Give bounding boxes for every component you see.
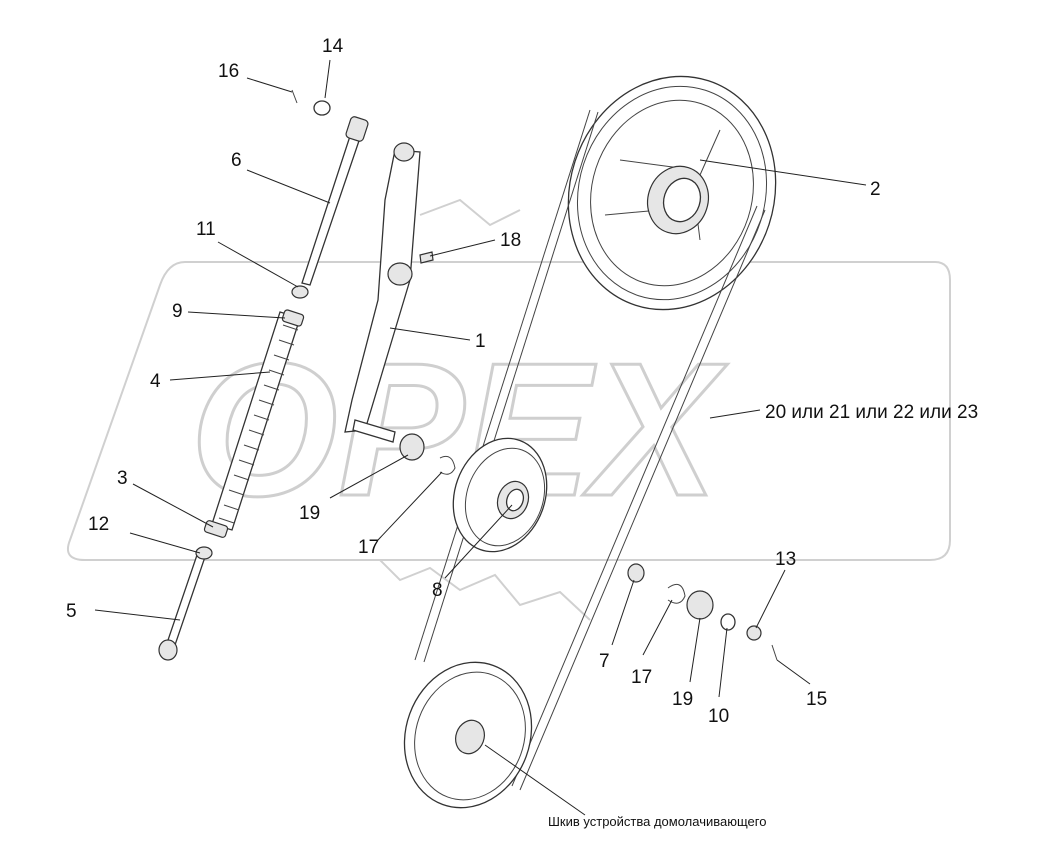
drive-belt <box>414 109 766 791</box>
callout-5: 5 <box>66 601 77 622</box>
callout-17a: 17 <box>358 537 379 558</box>
callout-7: 7 <box>599 651 610 672</box>
callout-20-23: 20 или 21 или 22 или 23 <box>765 402 978 423</box>
nut-11 <box>291 285 309 299</box>
callout-18: 18 <box>500 230 521 251</box>
callout-10: 10 <box>708 706 729 727</box>
callout-15: 15 <box>806 689 827 710</box>
tension-spring <box>203 309 305 538</box>
fitting-18 <box>419 251 434 264</box>
pin-16 <box>291 89 298 104</box>
bearing-19b <box>686 590 714 620</box>
callout-12: 12 <box>88 514 109 535</box>
pin-15 <box>771 644 778 661</box>
washer-14 <box>313 100 331 116</box>
callout-11: 11 <box>196 219 216 240</box>
bearing-19a <box>399 433 425 461</box>
callout-19a: 19 <box>299 503 320 524</box>
callout-3: 3 <box>117 468 128 489</box>
callout-6: 6 <box>231 150 242 171</box>
callout-13: 13 <box>775 549 796 570</box>
callout-17b: 17 <box>631 667 652 688</box>
nut-13 <box>746 625 762 641</box>
pulley-caption: Шкив устройства домолачивающего <box>548 814 766 829</box>
leader-lines <box>94 59 867 816</box>
ring-17a <box>439 455 456 475</box>
callout-2: 2 <box>870 179 881 200</box>
bottom-pulley <box>403 661 533 809</box>
callout-14: 14 <box>322 36 344 57</box>
callout-4: 4 <box>150 371 161 392</box>
callout-16: 16 <box>218 61 239 82</box>
small-parts <box>291 89 778 661</box>
large-pulley <box>567 75 777 311</box>
tension-lever <box>344 142 421 443</box>
eye-bolt <box>158 546 213 661</box>
washer-10 <box>720 613 736 631</box>
idler-pulley <box>452 437 548 553</box>
callout-1: 1 <box>475 331 486 352</box>
callout-19b: 19 <box>672 689 693 710</box>
bushing-7 <box>627 563 645 583</box>
tension-rod <box>301 116 369 286</box>
callout-8: 8 <box>432 580 443 601</box>
callouts: 16 14 6 11 9 4 3 12 5 1 18 19 17 8 7 17 … <box>66 36 978 727</box>
ring-17b <box>667 583 686 604</box>
callout-9: 9 <box>172 301 183 322</box>
